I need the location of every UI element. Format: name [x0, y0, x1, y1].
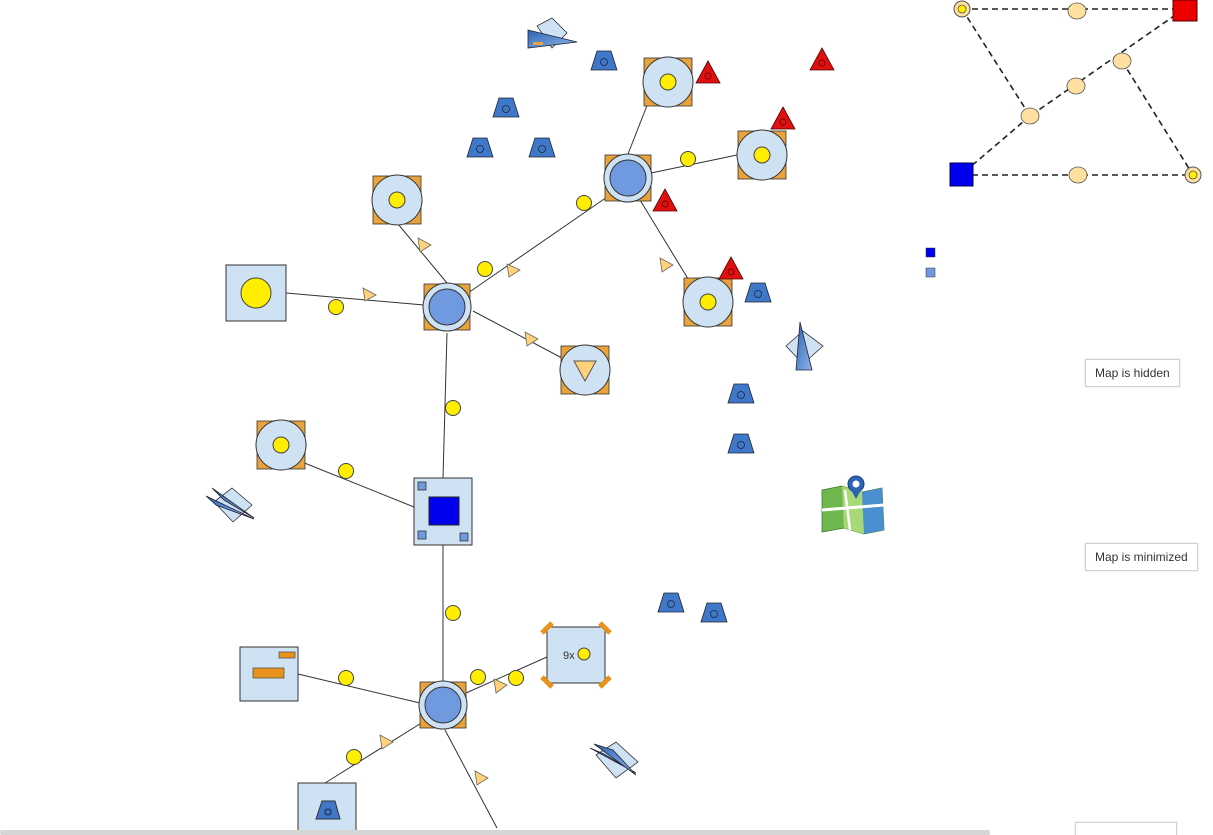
- direction-arrow: [417, 237, 432, 253]
- direction-arrow: [379, 734, 394, 750]
- square-node-device[interactable]: [239, 646, 299, 702]
- group-node[interactable]: 9x: [540, 621, 612, 689]
- ring-node-triangle[interactable]: [559, 344, 611, 396]
- ring-node[interactable]: [682, 276, 734, 328]
- hub-node[interactable]: [418, 680, 468, 730]
- trapezoid-icon: [466, 137, 494, 158]
- direction-arrow: [362, 287, 377, 302]
- red-triangle-icon: [718, 256, 744, 280]
- trapezoid-icon: [590, 50, 618, 71]
- red-triangle-icon: [770, 106, 796, 130]
- edge-marker: [576, 195, 592, 211]
- edges: [285, 102, 738, 829]
- edge-marker: [477, 261, 493, 277]
- minimap-node: [1068, 166, 1088, 184]
- ring-node[interactable]: [736, 129, 788, 181]
- edge-marker: [338, 670, 354, 686]
- cone-icon[interactable]: [785, 321, 824, 371]
- legend-square-light: [925, 267, 936, 278]
- edge-marker: [328, 299, 344, 315]
- map-minimized-button[interactable]: Map is minimized: [1085, 543, 1198, 571]
- edge-marker: [680, 151, 696, 167]
- horizontal-scrollbar[interactable]: [0, 830, 990, 835]
- minimap-square-red: [1172, 0, 1198, 22]
- direction-arrow: [474, 770, 489, 786]
- edge-marker: [445, 400, 461, 416]
- trapezoid-icons[interactable]: [466, 50, 772, 623]
- edge-marker: [346, 749, 362, 765]
- trapezoid-icon: [492, 97, 520, 118]
- edge-marker: [445, 605, 461, 621]
- minimap-node: [1112, 52, 1132, 70]
- direction-arrow: [659, 257, 674, 273]
- direction-arrow: [506, 263, 521, 278]
- minimap-node: [1067, 2, 1087, 20]
- map-icon[interactable]: [821, 475, 885, 535]
- red-triangle-icon: [695, 60, 721, 84]
- cone-icon[interactable]: [527, 17, 578, 49]
- trapezoid-icon: [528, 137, 556, 158]
- ring-node[interactable]: [642, 56, 694, 108]
- trapezoid-icon: [700, 602, 728, 623]
- direction-arrows: [362, 237, 674, 786]
- trapezoid-icon: [744, 282, 772, 303]
- ring-node[interactable]: [371, 174, 423, 226]
- square-node-yellow[interactable]: [225, 264, 287, 322]
- hub-node[interactable]: [422, 282, 472, 332]
- trapezoid-icon: [657, 592, 685, 613]
- minimap-node: [1020, 107, 1040, 125]
- minimap[interactable]: [949, 0, 1202, 187]
- legend-square-dark: [925, 247, 936, 258]
- edge-marker: [470, 669, 486, 685]
- map-hidden-button[interactable]: Map is hidden: [1085, 359, 1180, 387]
- square-node-switch[interactable]: [413, 477, 473, 546]
- red-triangle-icon: [652, 188, 678, 212]
- group-count-label: 9x: [563, 650, 575, 662]
- ring-node[interactable]: [255, 419, 307, 471]
- edge-markers: [328, 151, 696, 765]
- cone-icon[interactable]: [205, 487, 255, 523]
- map-button-partial[interactable]: [1075, 822, 1177, 835]
- minimap-node: [1066, 77, 1086, 95]
- trapezoid-icon: [727, 433, 755, 454]
- minimap-square-blue: [949, 162, 974, 187]
- edge-marker: [338, 463, 354, 479]
- direction-arrow: [524, 331, 539, 347]
- red-triangle-icons[interactable]: [652, 47, 835, 280]
- edge-marker: [508, 670, 524, 686]
- red-triangle-icon: [809, 47, 835, 71]
- direction-arrow: [493, 678, 508, 694]
- trapezoid-icon: [727, 383, 755, 404]
- cone-icon[interactable]: [589, 741, 639, 779]
- hub-node[interactable]: [603, 153, 653, 203]
- square-node-trapezoid[interactable]: [297, 782, 357, 835]
